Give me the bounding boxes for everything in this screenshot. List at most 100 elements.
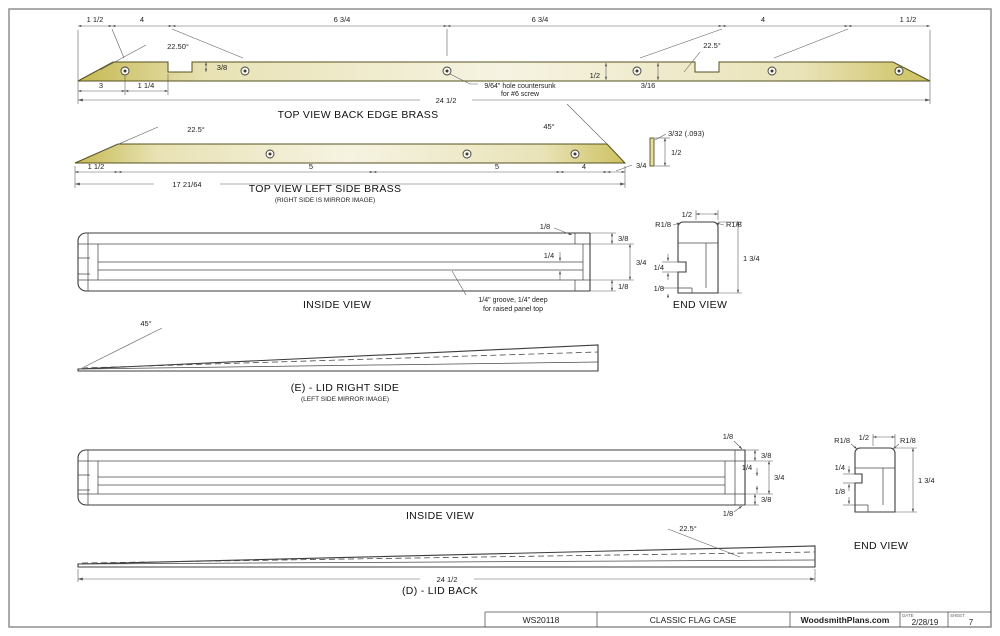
brass-strip-back [77, 61, 931, 82]
view-title: TOP VIEW LEFT SIDE BRASS [249, 183, 402, 195]
view-title: END VIEW [854, 540, 908, 552]
dim-label: 1 1/2 [900, 15, 917, 24]
dim-label: 1 1/2 [87, 15, 104, 24]
dim-label: 1/4 [654, 263, 664, 272]
groove-callout: 1/4" groove, 1/4" deep [478, 297, 547, 304]
view-top-back-brass: 1 1/2 4 6 3/4 6 3/4 4 1 1/2 22.50° 22.5°… [77, 15, 931, 121]
linework-lid-back [77, 528, 816, 582]
dim-label: 1/4 [742, 463, 752, 472]
dimension-lines-detail [654, 133, 670, 167]
view-subtitle: (RIGHT SIDE IS MIRROR IMAGE) [275, 197, 375, 204]
dimension-lines-inside-view-e [451, 227, 634, 296]
view-title: INSIDE VIEW [406, 510, 474, 522]
dimension-lines-end-view-e [662, 210, 742, 298]
dim-label: 1/8 [540, 222, 550, 231]
dim-label: 3/4 [636, 161, 646, 170]
angle-label: 22.5° [679, 524, 697, 533]
dim-label: 1/8 [835, 487, 845, 496]
dimension-lines-inside-view-d [733, 440, 773, 513]
view-top-left-brass: 22.5° 45° 1 1/2 5 5 4 3/4 17 21/64 TOP V… [74, 103, 646, 204]
dim-label: 6 3/4 [334, 15, 351, 24]
linework-end-view-d [854, 447, 896, 513]
groove-callout: for raised panel top [483, 306, 543, 313]
radius-label: R1/8 [834, 436, 850, 445]
dim-label: 3/8 [217, 63, 227, 72]
plan-title: CLASSIC FLAG CASE [650, 615, 737, 625]
view-title: (D) - LID BACK [402, 585, 478, 597]
dim-label: 17 21/64 [172, 180, 201, 189]
dim-label: 5 [495, 162, 499, 171]
dim-label: 1 3/4 [918, 476, 935, 485]
dim-label: 4 [761, 15, 765, 24]
screw-holes-back [120, 66, 904, 76]
dim-label: 1/8 [723, 432, 733, 441]
end-view-lid-side: 1/2 R1/8 R1/8 1 3/4 1/4 1/8 END VIEW [654, 210, 760, 311]
angle-label: 22.50° [167, 42, 189, 51]
end-view-lid-back: 1/2 R1/8 R1/8 1 3/4 1/4 1/8 END VIEW [834, 433, 935, 552]
angle-label: 45° [140, 319, 151, 328]
dim-label: 1/8 [618, 282, 628, 291]
view-title: TOP VIEW BACK EDGE BRASS [278, 109, 439, 121]
dim-label: 1/8 [723, 509, 733, 518]
linework-lid-right [77, 327, 599, 372]
dim-label: 1/2 [590, 71, 600, 80]
dim-label: 3/4 [774, 473, 784, 482]
publisher: WoodsmithPlans.com [801, 615, 890, 625]
sheet-label: SHEET [950, 613, 965, 618]
dim-label: 3/4 [636, 258, 646, 267]
inside-view-lid-side: 1/8 3/8 1/4 3/4 1/8 1/4" groove, 1/4" de… [77, 222, 646, 313]
screw-holes-side [265, 149, 580, 159]
view-title: END VIEW [673, 299, 727, 311]
view-title: (E) - LID RIGHT SIDE [291, 382, 399, 394]
dim-label: 3/32 (.093) [668, 129, 705, 138]
dim-label: 1 1/4 [138, 81, 155, 90]
dim-label: 24 1/2 [437, 575, 458, 584]
dimension-lines-end-view-d [843, 434, 917, 513]
dim-label: 3/8 [618, 234, 628, 243]
brass-strip-side [74, 143, 627, 164]
dim-label: 24 1/2 [436, 96, 457, 105]
dim-label: 4 [582, 162, 586, 171]
dim-label: 1 1/2 [88, 162, 105, 171]
dim-label: 3/8 [761, 495, 771, 504]
detail-brass-section: 3/32 (.093) 1/2 [649, 129, 705, 167]
linework-inside-view-e [77, 232, 591, 292]
hole-callout: 9/64" hole countersunk [484, 83, 556, 90]
view-subtitle: (LEFT SIDE MIRROR IMAGE) [301, 396, 389, 403]
dim-label: 3 [99, 81, 103, 90]
page-border [8, 8, 992, 628]
dim-label: 4 [140, 15, 144, 24]
date-label: DATE [902, 613, 914, 618]
dim-label: 6 3/4 [532, 15, 549, 24]
dimension-lines-side [74, 103, 633, 188]
linework-end-view-e [677, 221, 719, 294]
linework-inside-view-d [77, 449, 746, 506]
dim-label: 1/2 [859, 433, 869, 442]
dim-label: 1 3/4 [743, 254, 760, 263]
dim-label: 3/8 [761, 451, 771, 460]
lid-right-side-profile: 45° (E) - LID RIGHT SIDE (LEFT SIDE MIRR… [77, 319, 599, 403]
lid-back-profile: 22.5° 24 1/2 (D) - LID BACK [77, 524, 816, 597]
radius-label: R1/8 [900, 436, 916, 445]
radius-label: R1/8 [655, 220, 671, 229]
view-title: INSIDE VIEW [303, 299, 371, 311]
angle-label: 22.5° [187, 125, 205, 134]
angle-label: 45° [543, 122, 554, 131]
dim-label: 1/4 [835, 463, 845, 472]
plan-number: WS20118 [523, 615, 560, 625]
radius-label: R1/8 [726, 220, 742, 229]
dim-label: 3/16 [641, 81, 656, 90]
title-block-lines [484, 611, 991, 627]
inside-view-lid-back: 1/8 3/8 1/4 3/4 3/8 1/8 INSIDE VIEW [77, 432, 784, 522]
dimension-lines-back [77, 24, 931, 104]
dim-label: 1/8 [654, 284, 664, 293]
title-block: WS20118 CLASSIC FLAG CASE WoodsmithPlans… [484, 611, 991, 627]
angle-label: 22.5° [703, 41, 721, 50]
dim-label: 1/2 [682, 210, 692, 219]
brass-section-sliver [649, 137, 655, 167]
hole-callout: for #6 screw [501, 91, 540, 98]
sheet-number: 7 [969, 618, 974, 627]
dim-label: 5 [309, 162, 313, 171]
